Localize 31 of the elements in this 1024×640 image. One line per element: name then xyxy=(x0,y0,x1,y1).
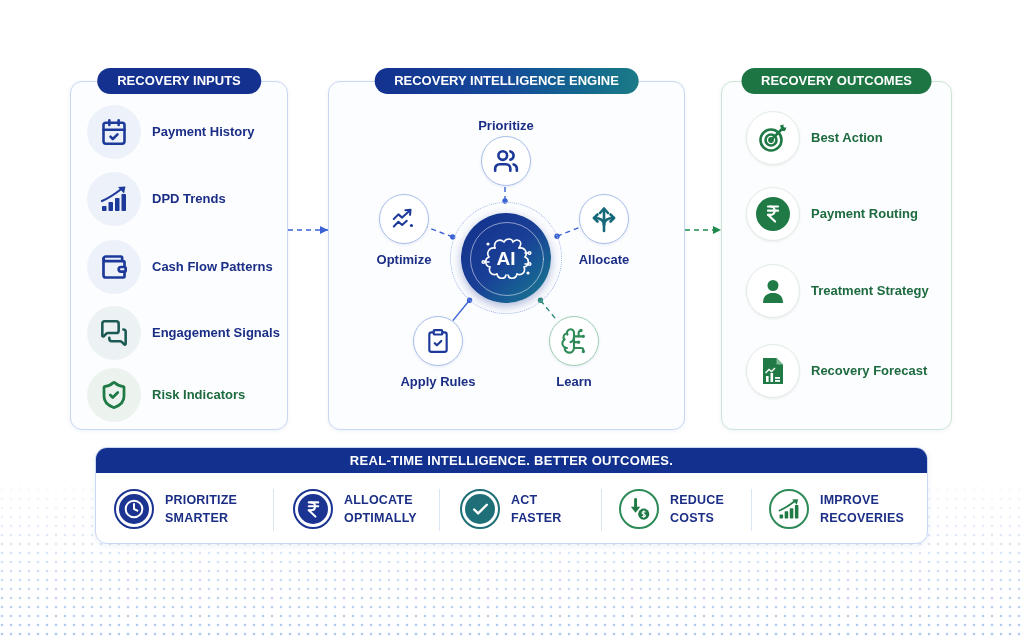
step-label: Learn xyxy=(556,373,592,391)
dashed-arrow xyxy=(287,226,329,234)
connector xyxy=(452,297,473,322)
step-label: Optimize xyxy=(376,251,432,269)
input-label: Engagement Signals xyxy=(152,324,280,342)
outcome-label: Treatment Strategy xyxy=(811,282,929,300)
panel-title: RECOVERY INTELLIGENCE ENGINE xyxy=(374,68,639,94)
dashed-connector xyxy=(502,184,508,204)
benefit-label: PRIORITIZE SMARTER xyxy=(165,492,238,527)
dashed-arrow xyxy=(684,226,722,234)
benefit-label: IMPROVE RECOVERIES xyxy=(820,492,904,527)
outcome-label: Recovery Forecast xyxy=(811,362,928,380)
benefit-label: REDUCE COSTS xyxy=(670,492,724,527)
benefit-label: ACT FASTER xyxy=(511,492,562,527)
input-label: Payment History xyxy=(152,123,255,141)
input-label: Cash Flow Patterns xyxy=(152,258,273,276)
dashed-connector xyxy=(537,297,558,322)
step-label: Allocate xyxy=(578,251,630,269)
input-label: Risk Indicators xyxy=(152,386,246,404)
ai-label: AI xyxy=(496,248,516,268)
dashed-connector xyxy=(554,226,581,239)
step-label: Apply Rules xyxy=(400,373,476,391)
input-label: DPD Trends xyxy=(152,190,226,208)
banner-panel xyxy=(95,447,928,544)
panel-title: RECOVERY OUTCOMES xyxy=(741,68,932,94)
banner-title: REAL-TIME INTELLIGENCE. BETTER OUTCOMES. xyxy=(349,451,674,470)
step-label: Prioritize xyxy=(478,117,534,135)
outcome-label: Best Action xyxy=(811,129,883,147)
outcome-label: Payment Routing xyxy=(811,205,918,223)
panel-title: RECOVERY INPUTS xyxy=(97,68,261,94)
benefit-label: ALLOCATE OPTIMALLY xyxy=(344,492,417,527)
